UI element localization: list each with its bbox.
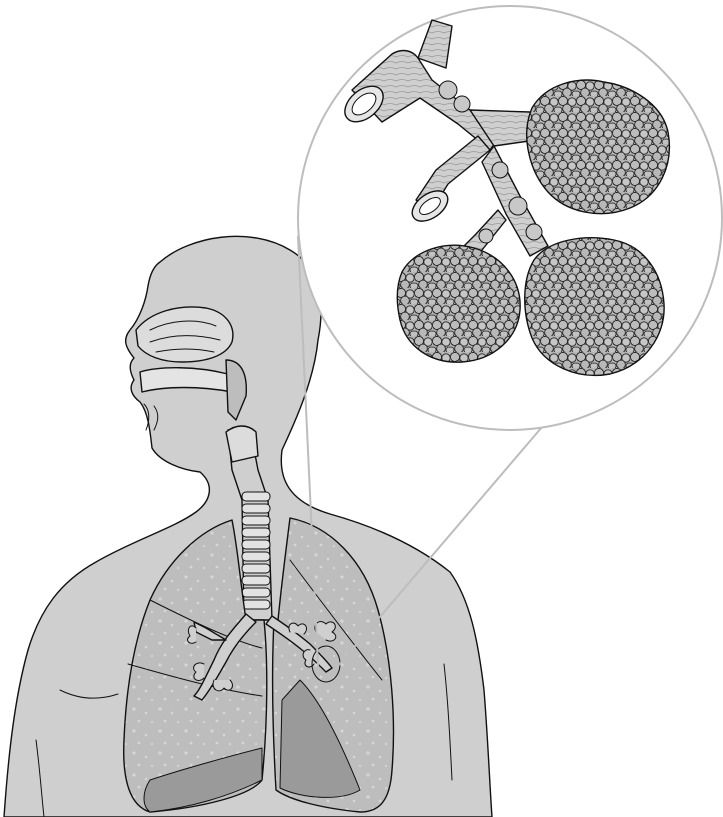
- alveoli-cluster-lower-left: [397, 245, 520, 362]
- alveoli-cluster-lower-right: [525, 238, 664, 376]
